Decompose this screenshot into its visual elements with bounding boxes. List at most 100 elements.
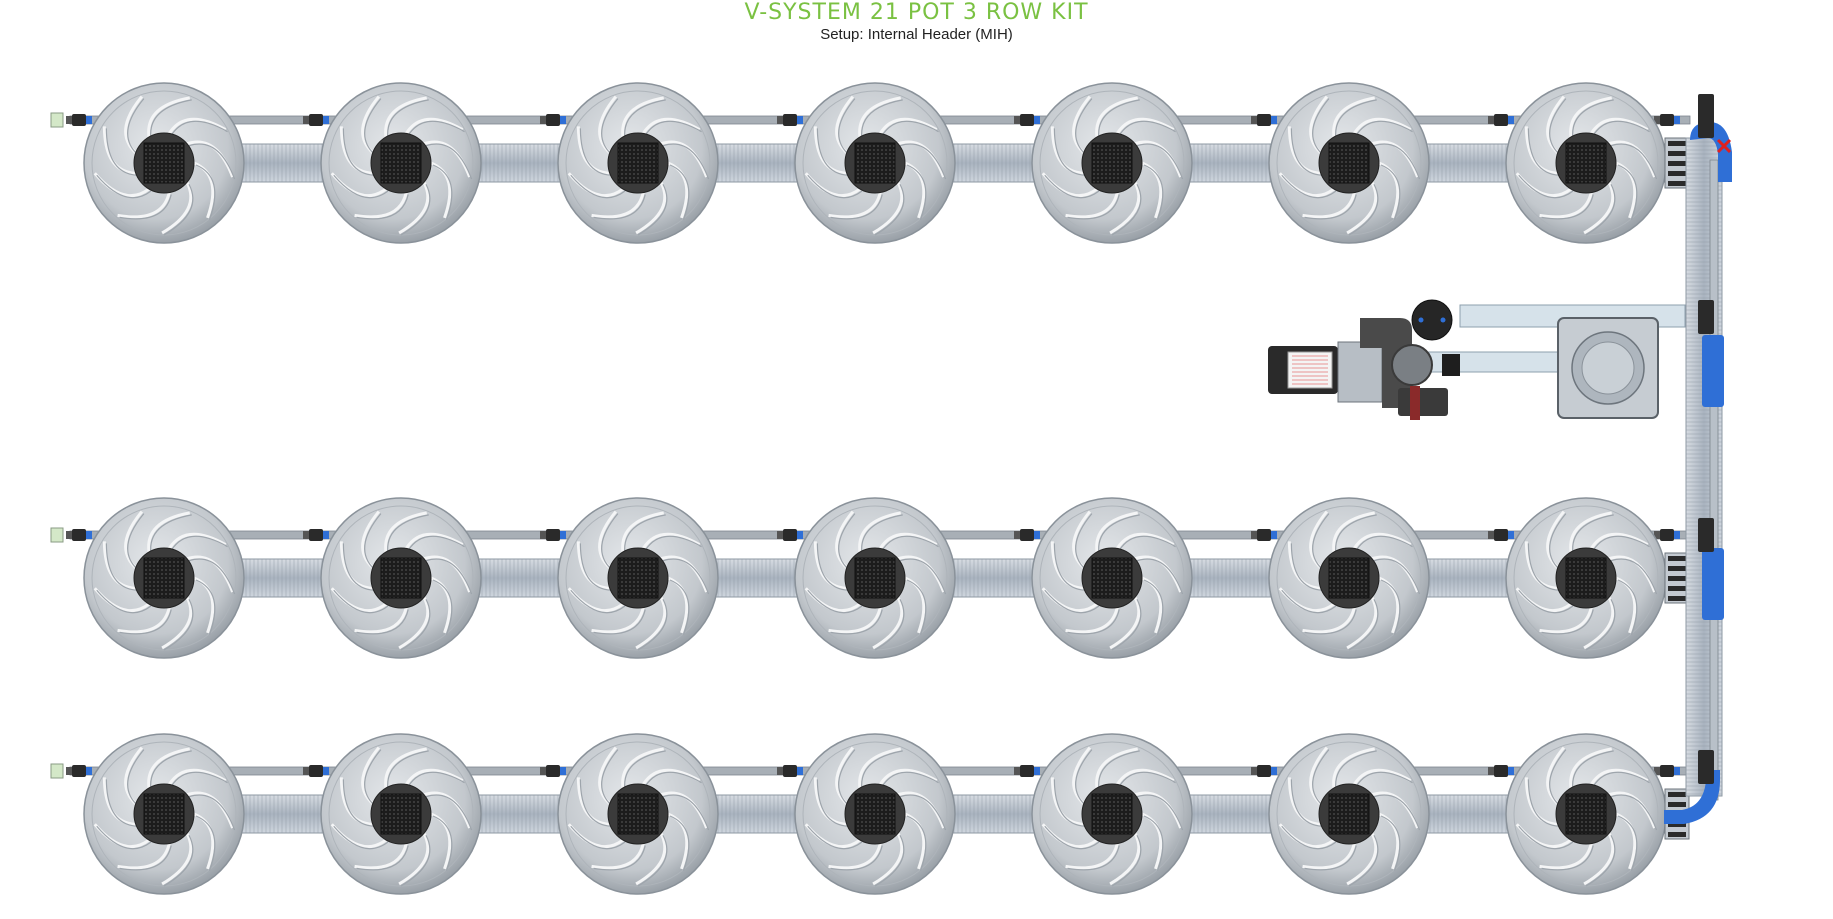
pot-vane-shadow (342, 779, 375, 827)
pot-drain-grate (1328, 142, 1370, 184)
pot-vane (147, 511, 191, 553)
pot-vane (1141, 576, 1163, 634)
pot-vane-shadow (195, 579, 216, 636)
pot-vane (828, 192, 882, 219)
pot-vane-shadow (1610, 143, 1658, 180)
pot-drain-grate (617, 557, 659, 599)
pot-vane-shadow (407, 771, 465, 787)
pot-vane (1141, 161, 1163, 219)
pot-vane-shadow (356, 845, 409, 871)
fitting-nut (66, 531, 72, 539)
pot-vane (1615, 161, 1637, 219)
fitting-nut (540, 767, 546, 775)
pot-vane-shadow (333, 174, 389, 199)
pot-vane (404, 768, 464, 786)
pot-inner-ring (565, 90, 711, 236)
pot-vane-shadow (838, 749, 856, 807)
pot-vane-shadow (1053, 543, 1086, 591)
pot-vane (1065, 192, 1119, 219)
pot-vane-shadow (1592, 771, 1650, 787)
pot-vane-shadow (593, 845, 646, 871)
pot-vane (667, 161, 689, 219)
pot-vane-shadow (1549, 98, 1567, 156)
pot (1031, 497, 1193, 659)
pot (83, 497, 245, 659)
pot-row (50, 82, 1691, 244)
pot-inner-ring (1276, 741, 1422, 887)
pot-vane (828, 607, 882, 634)
connector-clamp (1668, 822, 1686, 827)
pot (1268, 82, 1430, 244)
pot-vane-shadow (669, 815, 690, 872)
end-cap (50, 527, 64, 543)
pot-vane-shadow (861, 750, 903, 791)
pot (1031, 82, 1193, 244)
pot-drain-grate (380, 142, 422, 184)
pot-vane-shadow (906, 815, 927, 872)
pot-vane-shadow (333, 825, 389, 850)
connector-clamp (1668, 576, 1686, 581)
fitting (1251, 765, 1277, 777)
pot-vane (1109, 832, 1141, 886)
fitting-collar (1508, 531, 1514, 539)
pot (1505, 82, 1667, 244)
pot-vane-shadow (1572, 750, 1614, 791)
pot-drain-grate (1565, 793, 1607, 835)
pot-vane-shadow (899, 558, 947, 595)
pot-vane (1589, 532, 1649, 550)
fitting-body (1257, 114, 1271, 126)
pot-vane-shadow (637, 599, 668, 651)
pot-vane-shadow (624, 750, 666, 791)
pot-vane-shadow (906, 579, 927, 636)
pot-vane-shadow (644, 771, 702, 787)
fitting-body (309, 765, 323, 777)
connector-clamp (1668, 161, 1686, 166)
fitting-nut (303, 531, 309, 539)
pot-vane (1569, 747, 1613, 789)
pot-vane-shadow (1136, 794, 1184, 831)
pot-vane-shadow (1312, 749, 1330, 807)
pot-vane (384, 96, 428, 138)
fitting-nut (777, 116, 783, 124)
pot-vane (147, 96, 191, 138)
fitting-body (1660, 765, 1674, 777)
pot-vane-shadow (1348, 835, 1379, 887)
pot-drain-grate (143, 793, 185, 835)
connector-clamp (1668, 802, 1686, 807)
header: V-SYSTEM 21 POT 3 ROW KIT Setup: Interna… (0, 0, 1833, 44)
pot-vane (1378, 161, 1400, 219)
pot-inner-ring (91, 741, 237, 887)
pot-vane (1583, 181, 1615, 235)
fitting-nut (777, 531, 783, 539)
pot-vane (621, 511, 665, 553)
pot-vane-shadow (96, 589, 152, 614)
fitting-body (1660, 529, 1674, 541)
pot-drain-grate (1091, 557, 1133, 599)
pot-vane-shadow (1541, 194, 1594, 220)
pot-vane (1583, 596, 1615, 650)
pot-vane (667, 576, 689, 634)
pot-vane-shadow (662, 143, 710, 180)
pot-drain-grate (1091, 142, 1133, 184)
pot-vane-shadow (400, 835, 431, 887)
fitting-body (546, 529, 560, 541)
pot-vane (1352, 532, 1412, 550)
pot-vane (398, 596, 430, 650)
pot-vane-shadow (662, 558, 710, 595)
pot-vane (404, 117, 464, 135)
pot-vane-shadow (669, 164, 690, 221)
pot (83, 82, 245, 244)
pot-vane-shadow (364, 749, 382, 807)
pot-vane-shadow (601, 749, 619, 807)
connector-clamp (1668, 141, 1686, 146)
fitting-body (1257, 529, 1271, 541)
pot-vane-shadow (1617, 815, 1638, 872)
pot-vane-shadow (881, 771, 939, 787)
pot-vane-shadow (387, 514, 429, 555)
pump-label-plate (1287, 351, 1333, 389)
pot-vane-shadow (387, 99, 429, 140)
fitting-body (783, 765, 797, 777)
fitting-body (1020, 765, 1034, 777)
pot-vane-shadow (407, 535, 465, 551)
pot-vane-shadow (637, 184, 668, 236)
